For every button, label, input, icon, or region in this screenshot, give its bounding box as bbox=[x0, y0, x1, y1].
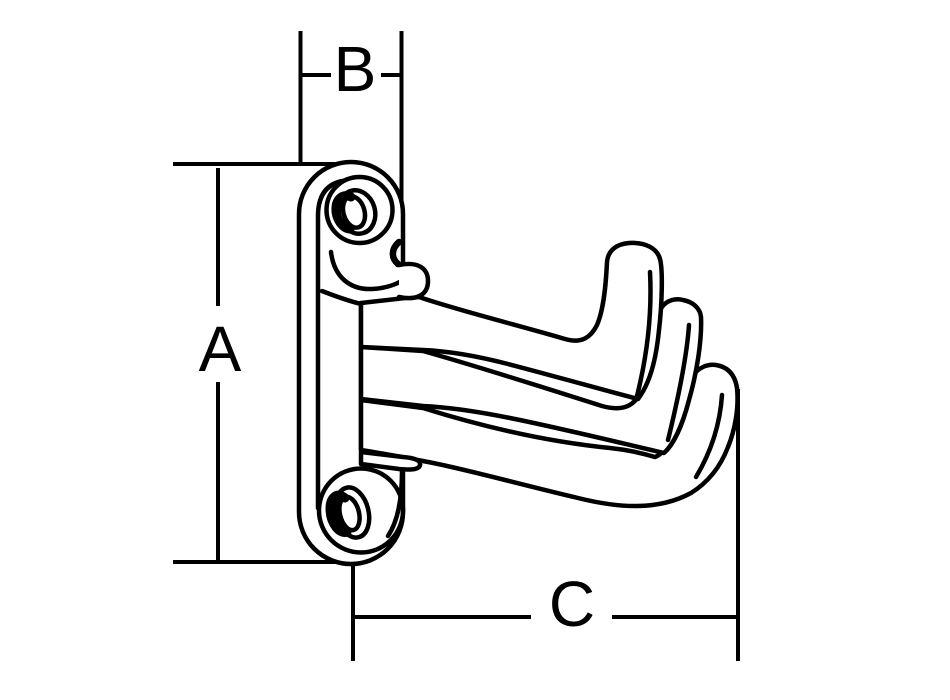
plate-edge-below-flange bbox=[385, 468, 405, 539]
bottom-screw-hole-countersink bbox=[333, 485, 372, 540]
neck-lip-fill bbox=[399, 263, 428, 299]
neck-lip-edge bbox=[396, 261, 431, 301]
hook-prong-bottom bbox=[358, 362, 740, 509]
dimension-a: A bbox=[173, 162, 359, 564]
dimension-label-c: C bbox=[549, 568, 595, 640]
hook-prong-top-tip-inner-line bbox=[634, 269, 653, 399]
dimension-label-b: B bbox=[334, 33, 377, 105]
hook-prong-middle bbox=[358, 297, 704, 456]
hook-prong-middle-tip-inner-line bbox=[665, 322, 692, 443]
plate-edge-crescent bbox=[389, 238, 403, 268]
dimension-c: C bbox=[351, 389, 740, 661]
top-screw-hole-shadow-crescent bbox=[331, 191, 356, 234]
hook-prong-bottom-tip-inner-line bbox=[693, 392, 725, 480]
dimension-label-a: A bbox=[199, 313, 242, 385]
hook-prong-top bbox=[358, 240, 665, 402]
hook-body bbox=[296, 159, 740, 567]
bottom-screw-hole-shadow-crescent bbox=[325, 490, 352, 537]
